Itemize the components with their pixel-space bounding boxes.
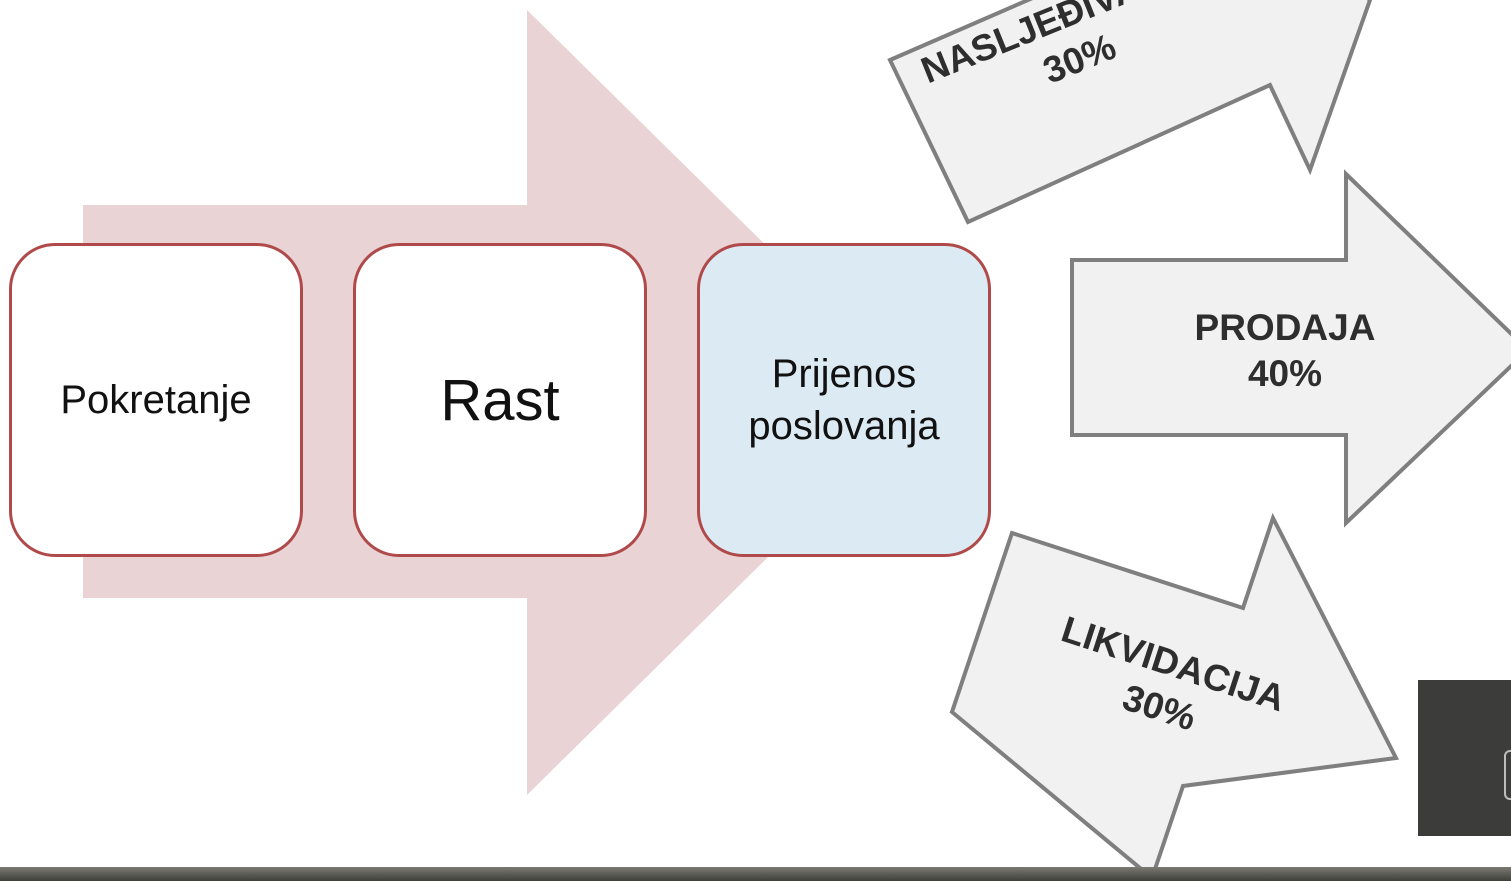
stage-start-box: Pokretanje [9,243,303,557]
thumbnail-handle-icon [1504,750,1511,800]
sale-percent: 40% [1247,353,1323,394]
stage-start-label: Pokretanje [60,377,252,422]
stage-growth-box: Rast [353,243,647,557]
stage-transfer-box: Prijenos poslovanja [697,243,991,557]
stage-growth-label: Rast [440,367,560,433]
stage-transfer-label: Prijenos poslovanja [748,352,940,448]
sale-arrow [1070,169,1511,528]
sale-label: PRODAJA [1194,307,1376,348]
liquidation-arrow [949,512,1400,881]
bottom-bar [0,867,1511,881]
corner-thumbnail [1418,680,1511,836]
sale-label-group: PRODAJA 40% [1160,305,1410,397]
inheritance-arrow [887,0,1373,225]
